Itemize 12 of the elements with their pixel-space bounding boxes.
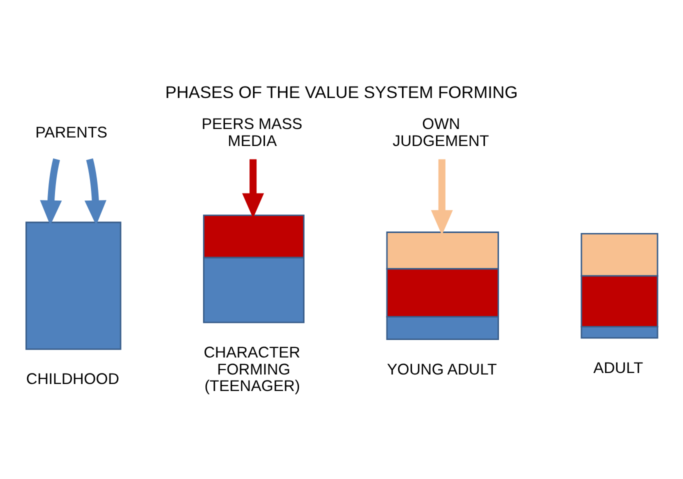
arrow [242, 158, 264, 218]
arrow [40, 158, 62, 225]
node-label: CHILDHOOD [26, 370, 120, 388]
node-text: PARENTS [35, 124, 108, 142]
arrow [430, 158, 453, 235]
diagram-title: PHASES OF THE VALUE SYSTEM FORMING [165, 82, 518, 102]
node-label: CHARACTER FORMING (TEENAGER) [204, 344, 300, 395]
node-text: PEERS MASS MEDIA [202, 116, 302, 150]
node-text: OWN JUDGEMENT [392, 116, 490, 150]
node-label: ADULT [593, 359, 644, 376]
node-label: YOUNG ADULT [386, 360, 497, 378]
arrow [84, 158, 106, 225]
